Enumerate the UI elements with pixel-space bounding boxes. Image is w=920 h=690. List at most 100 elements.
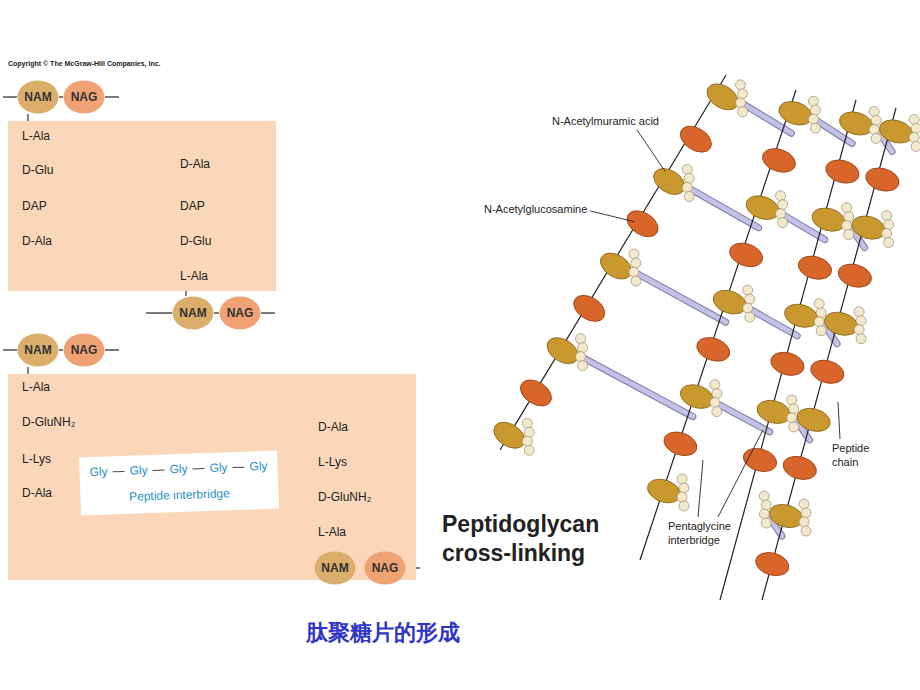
nag-sugar <box>726 239 765 271</box>
amino-acid: D-Ala <box>318 420 348 434</box>
callout-label: N-Acetylglucosamine <box>484 203 587 215</box>
peptide-bead <box>677 474 687 484</box>
peptide-bead <box>712 407 722 417</box>
peptide-bead <box>801 526 811 536</box>
nag-sugar <box>661 428 700 460</box>
interbridge-bar <box>585 359 693 417</box>
peptide-bead <box>738 89 748 99</box>
nag-sugar <box>796 252 835 282</box>
amino-acid: DAP <box>22 199 47 213</box>
peptide-bead <box>799 517 809 527</box>
glycan-chain <box>146 312 172 313</box>
caption: 肽聚糖片的形成 <box>306 618 460 648</box>
peptide-bead <box>801 508 811 518</box>
glycine: Gly <box>129 463 147 478</box>
peptide-bead <box>911 141 920 151</box>
callout-label: N-Acetylmuramic acid <box>552 115 659 127</box>
glycine: Gly <box>169 462 187 477</box>
bond-dash <box>153 469 165 470</box>
oval-fill <box>64 334 105 367</box>
glycan-chain <box>105 96 119 97</box>
amino-acid: L-Ala <box>180 269 208 283</box>
nag-sugar <box>768 349 807 379</box>
amino-acid: D-GluNH₂ <box>318 490 371 504</box>
sugar-name: NAG <box>71 90 98 104</box>
interbridge-bar <box>638 274 726 322</box>
sugar-oval: NAG <box>63 333 105 367</box>
peptide-bead <box>710 380 720 390</box>
peptide-bead <box>682 164 692 174</box>
nag-sugar <box>808 357 847 388</box>
leader-line <box>718 430 763 517</box>
glycosidic-bond <box>59 96 63 97</box>
bond-dash <box>113 470 125 471</box>
nag-sugar <box>676 121 716 158</box>
nag-sugar <box>569 290 609 327</box>
peptide-bead <box>911 123 920 133</box>
peptide-bead <box>842 221 852 231</box>
amino-acid: D-Ala <box>22 234 52 248</box>
nag-sugar <box>622 205 662 242</box>
peptide-bead <box>884 238 894 248</box>
peptide-bead <box>745 312 755 322</box>
peptide-bead <box>854 307 864 317</box>
peptide-bead <box>844 212 854 222</box>
callout-label: Pentaglycine interbridge <box>668 520 748 548</box>
oval-fill <box>18 81 59 114</box>
glycan-chain <box>105 349 119 350</box>
glycan-chain <box>3 96 17 97</box>
peptide-bead <box>631 258 641 268</box>
peptide-bead <box>736 80 746 90</box>
peptide-bead <box>684 173 694 183</box>
peptide-bead <box>524 427 534 437</box>
callout-label: Peptide chain <box>832 442 884 470</box>
sugars <box>489 78 915 579</box>
bridge-label: Peptide interbridge <box>90 485 268 505</box>
strand-line <box>500 75 726 450</box>
nag-sugar <box>759 144 798 176</box>
peptide-bead <box>909 132 919 142</box>
peptide-bead <box>759 491 769 501</box>
peptide-panel: L-AlaD-GluDAPD-AlaD-AlaDAPD-GluL-Ala <box>8 121 276 291</box>
glycosidic-bond <box>214 312 219 313</box>
glycan-chain <box>261 312 275 313</box>
peptide-bead <box>882 211 892 221</box>
sugar-oval: NAG <box>364 551 406 585</box>
peptide-bead <box>712 389 722 399</box>
peptide-bead <box>759 509 769 519</box>
nag-sugar <box>741 445 780 475</box>
sugar-name: NAM <box>24 343 51 357</box>
oval-fill <box>173 297 214 330</box>
sugar-name: NAG <box>372 561 399 575</box>
bond-dash <box>232 466 244 467</box>
nag-sugar <box>823 156 862 186</box>
oval-fill <box>220 297 261 330</box>
peptide-bead <box>682 182 692 192</box>
amino-acid: L-Ala <box>22 129 50 143</box>
interbridge-box: GlyGlyGlyGlyGlyPeptide interbridge <box>79 451 279 516</box>
amino-acid: D-GluNH₂ <box>22 415 75 429</box>
peptide-bead <box>710 398 720 408</box>
peptide-bead <box>776 191 786 201</box>
amino-acid: D-Ala <box>22 486 52 500</box>
peptide-panel: L-AlaD-GluNH₂L-LysD-AlaD-AlaL-LysD-GluNH… <box>8 374 416 580</box>
sugar-name: NAM <box>321 561 348 575</box>
sugar-name: NAM <box>179 306 206 320</box>
peptide-bead <box>844 230 854 240</box>
amino-acid: D-Glu <box>180 234 211 248</box>
glycine: Gly <box>209 460 227 475</box>
figure-heading: Peptidoglycan cross-linking <box>442 510 632 568</box>
peptide-bead <box>869 124 879 134</box>
nag-sugar <box>753 549 792 580</box>
peptide-bead <box>761 518 771 528</box>
glycosidic-bond <box>59 349 63 350</box>
sugar-name: NAG <box>227 306 254 320</box>
peptide-bead <box>871 133 881 143</box>
peptide-bead <box>789 404 799 414</box>
interbridge-bar <box>638 274 726 322</box>
gly-row: GlyGlyGlyGlyGly <box>89 459 267 479</box>
peptide-bead <box>576 352 586 362</box>
peptide-bead <box>578 361 588 371</box>
peptide-bead <box>736 98 746 108</box>
